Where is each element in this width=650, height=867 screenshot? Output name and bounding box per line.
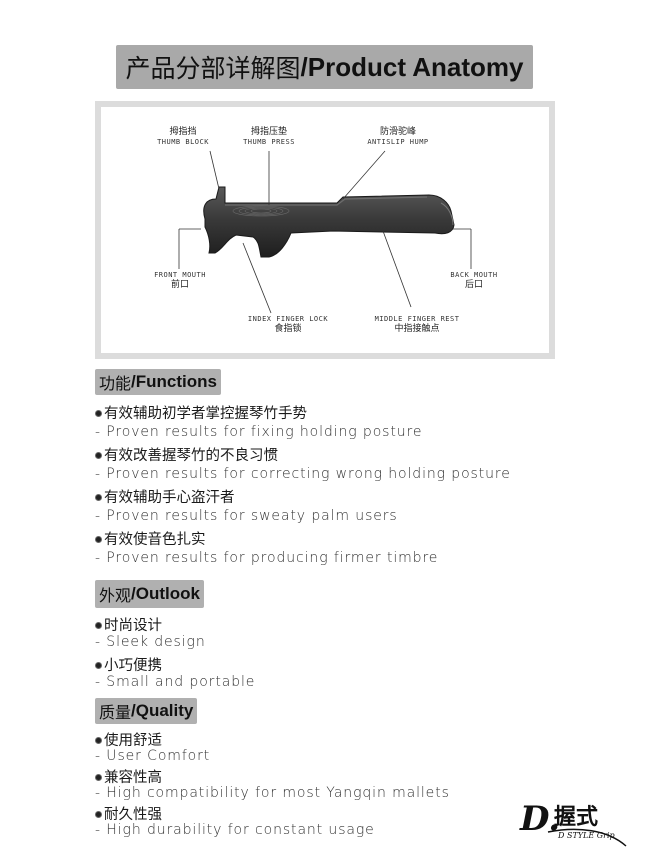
outlook-item-2: 小巧便携 — [95, 654, 162, 675]
functions-header: 功能/Functions — [95, 369, 221, 395]
bullet-icon — [95, 810, 102, 818]
quality-item-2-en: - High compatibility for most Yangqin ma… — [95, 785, 450, 801]
outlook-header: 外观/Outlook — [95, 580, 204, 608]
outlook-item-2-en: - Small and portable — [95, 674, 256, 690]
quality-item-3: 耐久性强 — [95, 803, 162, 824]
functions-item-3: 有效辅助手心盗汗者 — [95, 486, 235, 507]
bullet-icon — [95, 409, 102, 417]
quality-item-2: 兼容性高 — [95, 766, 162, 787]
callout-thumb-block: 拇指挡 THUMB BLOCK — [157, 127, 209, 147]
callout-thumb-press: 拇指压垫 THUMB PRESS — [243, 127, 295, 147]
svg-text:D STYLE Grip: D STYLE Grip — [557, 831, 615, 840]
brand-logo: D. 握式 D STYLE Grip — [518, 790, 628, 850]
functions-item-4-en: - Proven results for producing firmer ti… — [95, 550, 439, 566]
quality-item-3-en: - High durability for constant usage — [95, 822, 375, 838]
callout-back-mouth: BACK MOUTH 后口 — [450, 271, 498, 290]
bullet-icon — [95, 661, 102, 669]
title-en: /Product Anatomy — [300, 51, 524, 82]
functions-item-1-en: - Proven results for fixing holding post… — [95, 424, 423, 440]
outlook-item-1: 时尚设计 — [95, 614, 162, 635]
callout-middle-finger-rest: MIDDLE FINGER REST 中指接触点 — [374, 315, 460, 334]
leader-lines — [178, 150, 472, 314]
quality-item-1: 使用舒适 — [95, 729, 162, 750]
callout-index-finger-lock: INDEX FINGER LOCK 食指锁 — [247, 315, 329, 334]
callout-antislip-hump: 防滑驼峰 ANTISLIP HUMP — [367, 127, 429, 147]
functions-item-1: 有效辅助初学者掌控握琴竹手势 — [95, 402, 307, 423]
callout-front-mouth: FRONT MOUTH 前口 — [154, 271, 206, 290]
bullet-icon — [95, 535, 102, 543]
bullet-icon — [95, 773, 102, 781]
thumb-press-texture — [232, 205, 290, 217]
product-illustration — [178, 150, 472, 314]
svg-text:D.: D. — [519, 799, 560, 839]
functions-item-2: 有效改善握琴竹的不良习惯 — [95, 444, 278, 465]
title-cn: 产品分部详解图 — [125, 54, 301, 83]
functions-item-4: 有效使音色扎实 — [95, 528, 206, 549]
brand-logo-icon: D. 握式 D STYLE Grip — [519, 799, 627, 847]
bullet-icon — [95, 493, 102, 501]
functions-item-2-en: - Proven results for correcting wrong ho… — [95, 466, 511, 482]
anatomy-diagram: 拇指挡 THUMB BLOCK 拇指压垫 THUMB PRESS 防滑驼峰 AN… — [101, 107, 549, 353]
quality-header: 质量/Quality — [95, 698, 198, 724]
anatomy-frame: 拇指挡 THUMB BLOCK 拇指压垫 THUMB PRESS 防滑驼峰 AN… — [95, 101, 555, 359]
title-banner: 产品分部详解图/Product Anatomy — [116, 45, 533, 89]
outlook-item-1-en: - Sleek design — [95, 634, 206, 650]
bullet-icon — [95, 621, 102, 629]
svg-text:握式: 握式 — [554, 805, 598, 830]
bullet-icon — [95, 451, 102, 459]
bullet-icon — [95, 736, 102, 744]
quality-item-1-en: - User Comfort — [95, 748, 211, 764]
functions-item-3-en: - Proven results for sweaty palm users — [95, 508, 398, 524]
